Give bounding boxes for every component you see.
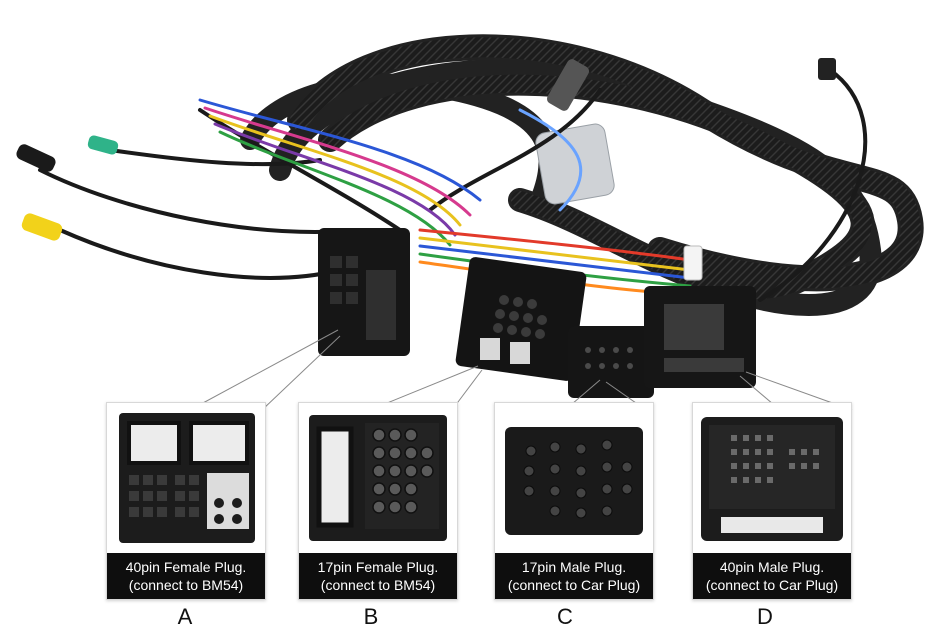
plug-letter-b: B	[363, 604, 379, 629]
plug-c-body	[568, 326, 654, 398]
watermark: ldoing	[618, 168, 756, 217]
tape-wrap	[535, 123, 615, 205]
plug-b-body	[455, 257, 587, 381]
plug-title-d: 40pin Male Plug.	[719, 559, 825, 575]
plug-subtitle-d: (connect to Car Plug)	[705, 577, 839, 593]
plug-a-closeup	[119, 413, 255, 543]
plug-letter-d: D	[757, 604, 773, 629]
white-plug	[683, 245, 703, 281]
plug-c-closeup	[505, 427, 643, 535]
plug-letter-c: C	[557, 604, 573, 629]
plug-card-b: 17pin Female Plug. (connect to BM54)	[298, 402, 458, 600]
plug-card-c: 17pin Male Plug. (connect to Car Plug)	[494, 402, 654, 600]
plug-title-c: 17pin Male Plug.	[521, 559, 627, 575]
plug-d-body	[644, 286, 756, 388]
plug-a-body	[318, 228, 410, 356]
plug-d-closeup	[701, 417, 843, 541]
audio-jack	[16, 144, 56, 172]
plug-subtitle-b: (connect to BM54)	[320, 577, 436, 593]
plug-caption-d: 40pin Male Plug. (connect to Car Plug)	[693, 553, 851, 599]
rca-jack	[21, 213, 63, 241]
antenna-plug	[546, 59, 590, 111]
plug-caption-c: 17pin Male Plug. (connect to Car Plug)	[495, 553, 653, 599]
plug-caption-b: 17pin Female Plug. (connect to BM54)	[299, 553, 457, 599]
plug-title-a: 40pin Female Plug.	[125, 559, 247, 575]
green-jack	[87, 135, 119, 155]
plug-letter-a: A	[177, 604, 193, 629]
end-plug	[818, 58, 836, 80]
plug-b-closeup	[309, 415, 447, 541]
plug-title-b: 17pin Female Plug.	[317, 559, 439, 575]
plug-caption-a: 40pin Female Plug. (connect to BM54)	[107, 553, 265, 599]
plug-subtitle-c: (connect to Car Plug)	[507, 577, 641, 593]
plug-card-a: 40pin Female Plug. (connect to BM54)	[106, 402, 266, 600]
plug-subtitle-a: (connect to BM54)	[128, 577, 244, 593]
plug-card-d: 40pin Male Plug. (connect to Car Plug)	[692, 402, 852, 600]
